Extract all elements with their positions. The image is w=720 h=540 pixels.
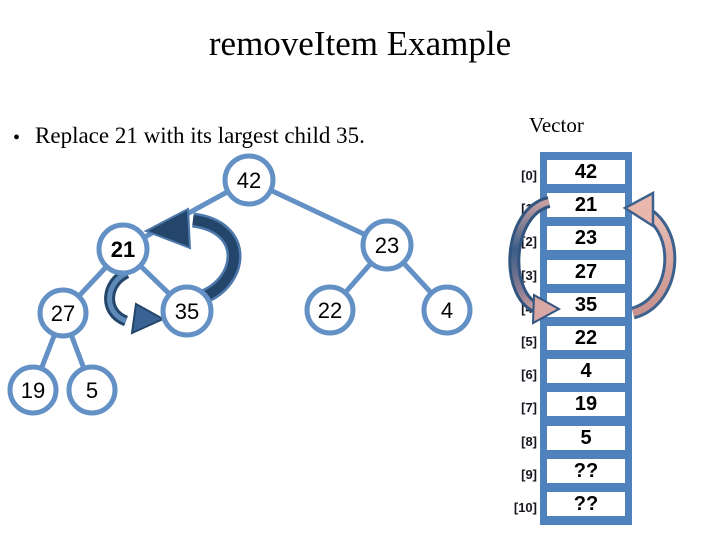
vector-index-5: [5] [521, 334, 537, 349]
tree-node-42: 42 [222, 153, 276, 207]
tree-node-5: 5 [66, 364, 118, 416]
vector-array: 42 21 23 27 35 22 4 19 5 ?? ?? [540, 152, 632, 525]
vector-cell-2: 23 [547, 226, 625, 250]
tree-nodes: 42 21 23 27 35 22 [7, 153, 473, 416]
tree-node-19: 19 [7, 364, 59, 416]
vector-index-8: [8] [521, 434, 537, 449]
tree-small-swap-arrow-icon [104, 267, 166, 335]
vector-index-2: [2] [521, 234, 537, 249]
tree-node-27: 27 [37, 287, 89, 339]
tree-node-21: 21 [96, 222, 150, 276]
vector-cell-10: ?? [547, 492, 625, 516]
bullet-icon: • [13, 127, 21, 149]
vector-cell-5: 22 [547, 326, 625, 350]
vector-cell-8: 5 [547, 426, 625, 450]
node-23-label: 23 [375, 233, 399, 258]
tree-node-23: 23 [360, 218, 414, 272]
vector-index-9: [9] [521, 467, 537, 482]
vector-cell-7: 19 [547, 392, 625, 416]
bullet-text: Replace 21 with its largest child 35. [35, 123, 365, 148]
vector-index-4: [4] [521, 301, 537, 316]
node-42-label: 42 [237, 168, 261, 193]
vector-cell-1: 21 [547, 193, 625, 217]
vector-index-0: [0] [521, 168, 537, 183]
vector-index-3: [3] [521, 268, 537, 283]
node-21-label: 21 [111, 237, 135, 262]
vector-index-7: [7] [521, 400, 537, 415]
vector-cell-9: ?? [547, 459, 625, 483]
vector-cell-4: 35 [547, 293, 625, 317]
vector-cell-3: 27 [547, 260, 625, 284]
vector-index-10: [10] [513, 500, 537, 515]
node-22-label: 22 [318, 298, 342, 323]
bullet-line: • Replace 21 with its largest child 35. [13, 123, 365, 153]
vector-cell-0: 42 [547, 160, 625, 184]
tree-edges [30, 177, 449, 391]
node-35-label: 35 [175, 299, 199, 324]
tree-node-35: 35 [160, 284, 214, 338]
node-4-label: 4 [441, 298, 453, 323]
node-27-label: 27 [51, 301, 75, 326]
tree-node-4: 4 [421, 284, 473, 336]
vector-label: Vector [529, 113, 584, 137]
vector-index-6: [6] [521, 367, 537, 382]
node-19-label: 19 [21, 378, 45, 403]
tree-node-22: 22 [304, 284, 356, 336]
tree-large-swap-arrow-icon [143, 207, 242, 304]
page-title: removeItem Example [208, 24, 512, 63]
vector-cell-6: 4 [547, 359, 625, 383]
vector-index-1: [1] [521, 201, 537, 216]
node-5-label: 5 [86, 378, 98, 403]
